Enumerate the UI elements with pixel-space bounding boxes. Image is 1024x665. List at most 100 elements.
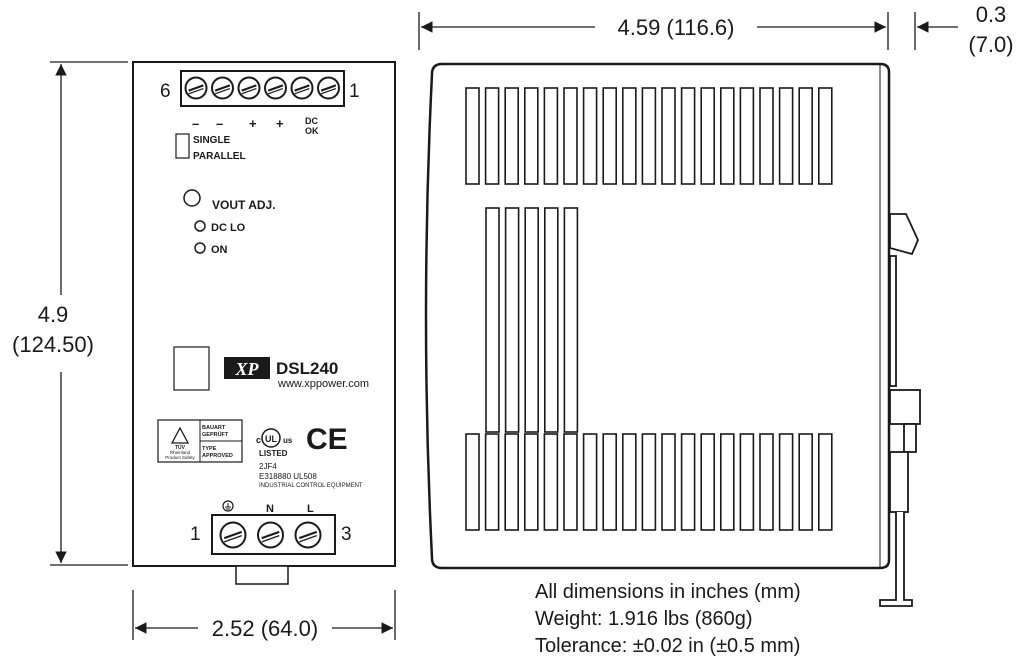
vent-slot xyxy=(778,433,794,531)
ul-description: INDUSTRIAL CONTROL EQUIPMENT xyxy=(259,483,363,489)
tuv-certification-mark xyxy=(157,419,243,463)
vent-slot xyxy=(621,433,637,531)
vent-slot xyxy=(700,87,716,185)
terminal-screw-icon xyxy=(184,76,208,100)
vent-slot xyxy=(778,87,794,185)
vent-slot xyxy=(602,87,618,185)
vent-slot xyxy=(680,433,696,531)
input-terminal-screws xyxy=(219,521,322,549)
vent-slot xyxy=(759,433,774,531)
input-left-number: 1 xyxy=(190,524,201,545)
dc-lo-label: DC LO xyxy=(211,222,246,234)
vent-slot xyxy=(582,87,598,185)
vent-slot xyxy=(661,433,676,531)
cert-type-1: TYPE xyxy=(202,446,217,452)
vent-slot xyxy=(543,433,559,531)
dim-top-width: 4.59 (116.6) xyxy=(617,15,734,40)
terminal-screw-icon xyxy=(290,76,314,100)
terminal-screw-icon xyxy=(317,76,340,100)
output-terminal-block xyxy=(180,70,345,107)
vent-slot xyxy=(817,433,833,531)
vent-slot xyxy=(484,433,500,531)
side-view xyxy=(424,62,921,607)
input-n-label: N xyxy=(266,503,274,515)
xp-logo-text: XP xyxy=(234,359,259,379)
polarity-2: – xyxy=(216,116,223,131)
vent-slot xyxy=(504,87,520,185)
polarity-3: + xyxy=(249,116,257,131)
vent-slot xyxy=(680,87,696,185)
vent-slot xyxy=(465,433,480,531)
polarity-4: + xyxy=(276,116,284,131)
website: www.xppower.com xyxy=(277,378,369,390)
vent-slot xyxy=(641,87,657,185)
input-right-number: 3 xyxy=(341,524,352,545)
input-l-label: L xyxy=(307,503,314,515)
dim-right-offset-mm: (7.0) xyxy=(968,32,1013,57)
label-placeholder-box xyxy=(173,346,210,391)
mode-switch xyxy=(175,133,190,159)
vent-slot xyxy=(739,87,755,185)
vent-slot xyxy=(563,433,578,531)
ul-listed: LISTED xyxy=(259,449,288,458)
model-name: DSL240 xyxy=(276,359,338,378)
xp-logo xyxy=(224,357,270,379)
terminal-right-number: 1 xyxy=(349,81,360,102)
switch-single-label: SINGLE xyxy=(193,135,231,146)
vent-slot xyxy=(484,87,500,185)
switch-parallel-label: PARALLEL xyxy=(193,151,246,162)
terminal-screw-icon xyxy=(264,76,287,100)
vent-slot xyxy=(485,207,500,433)
vout-adj-label: VOUT ADJ. xyxy=(212,198,276,212)
vent-slot xyxy=(641,433,657,531)
din-rail-clip xyxy=(879,213,921,607)
vent-slot xyxy=(524,207,540,433)
dc-lo-led xyxy=(194,220,206,232)
front-view: 6 1 – – + + DC OK SINGLE PARALLEL VOUT A… xyxy=(132,61,396,585)
vent-slot xyxy=(719,433,735,531)
vent-slot xyxy=(817,87,833,185)
din-clip-tab xyxy=(235,565,289,585)
vent-slot xyxy=(602,433,618,531)
cert-tuv-1: TÜV xyxy=(175,444,186,451)
note-units: All dimensions in inches (mm) xyxy=(535,581,801,603)
vent-slot xyxy=(700,433,716,531)
input-terminal-block xyxy=(211,514,336,555)
terminal-left-number: 6 xyxy=(160,81,171,102)
cert-tuv-2: Rheinland xyxy=(170,450,191,455)
front-housing xyxy=(132,61,396,567)
ul-mark: UL xyxy=(265,434,277,444)
cert-bauart-1: BAUART xyxy=(202,425,226,431)
vout-adj-pot xyxy=(183,189,201,207)
ce-mark: CE xyxy=(306,423,348,456)
ul-code: 2JF4 xyxy=(259,462,277,471)
terminal-screws xyxy=(184,76,340,100)
note-tolerance: Tolerance: ±0.02 in (±0.5 mm) xyxy=(535,635,800,657)
polarity-1: – xyxy=(192,116,199,131)
dc-ok-line2: OK xyxy=(305,126,319,136)
vent-slot xyxy=(543,87,559,185)
vent-slot xyxy=(523,433,539,531)
on-led xyxy=(194,242,206,254)
input-screw-icon xyxy=(257,521,284,549)
vent-slot xyxy=(621,87,637,185)
vent-slots-bottom xyxy=(465,433,833,531)
dimension-lines xyxy=(50,12,958,640)
vent-slots-top xyxy=(465,87,833,185)
dc-ok-line1: DC xyxy=(305,116,318,126)
ul-c: c xyxy=(256,435,261,445)
vent-slots-middle xyxy=(485,207,579,433)
ul-file: E318880 UL508 xyxy=(259,472,317,481)
input-screw-icon xyxy=(294,521,322,549)
ul-us: us xyxy=(283,436,293,445)
dim-front-width: 2.52 (64.0) xyxy=(212,616,318,641)
vent-slot xyxy=(523,87,539,185)
vent-slot xyxy=(759,87,774,185)
cert-type-2: APPROVED xyxy=(202,453,233,459)
ul-mark-icon xyxy=(261,428,281,448)
vent-slot xyxy=(465,87,480,185)
cert-tuv-3: Product Safety xyxy=(165,455,195,460)
input-screw-icon xyxy=(219,521,247,549)
vent-slot xyxy=(719,87,735,185)
